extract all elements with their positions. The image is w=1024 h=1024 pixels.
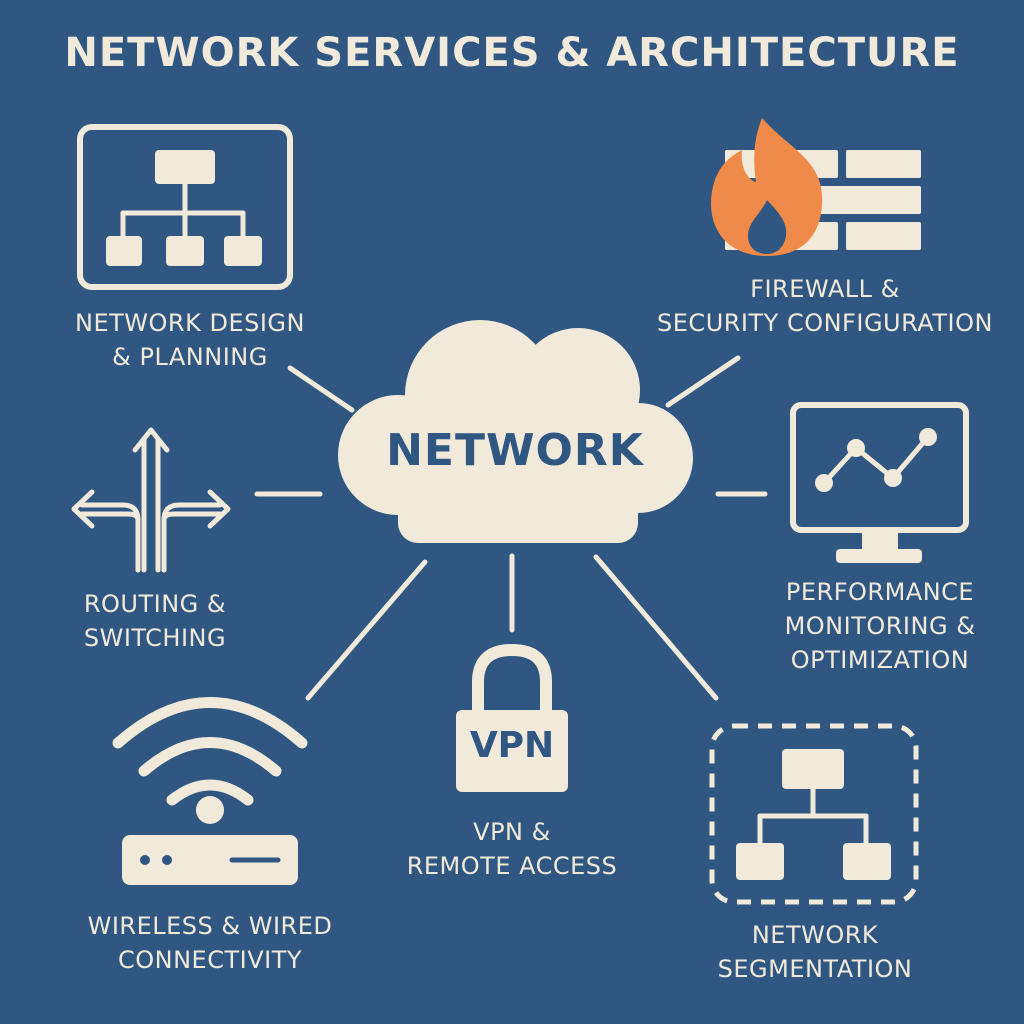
label-line: CONNECTIVITY	[117, 946, 303, 974]
label-performance-monitoring: PERFORMANCE MONITORING & OPTIMIZATION	[750, 575, 1010, 677]
label-line: MONITORING &	[784, 612, 976, 640]
segmented-network-icon	[709, 723, 919, 905]
label-line: & PLANNING	[112, 343, 268, 371]
firewall-icon	[711, 118, 921, 256]
cloud-icon	[338, 320, 693, 543]
label-line: NETWORK	[751, 921, 879, 949]
label-line: NETWORK DESIGN	[75, 309, 305, 337]
label-line: VPN &	[473, 818, 551, 846]
label-vpn-remote-access: VPN & REMOTE ACCESS	[392, 815, 632, 883]
routing-arrows-icon	[71, 427, 231, 573]
monitor-chart-icon	[790, 402, 969, 563]
hierarchy-icon	[77, 124, 293, 290]
label-wireless-wired: WIRELESS & WIRED CONNECTIVITY	[60, 909, 360, 977]
page-title: NETWORK SERVICES & ARCHITECTURE	[64, 30, 960, 76]
wifi-router-icon	[112, 697, 308, 885]
label-line: WIRELESS & WIRED	[87, 912, 333, 940]
padlock-icon	[456, 644, 568, 792]
label-line: OPTIMIZATION	[790, 646, 970, 674]
label-line: SECURITY CONFIGURATION	[657, 309, 993, 337]
label-routing-switching: ROUTING & SWITCHING	[40, 587, 270, 655]
label-firewall-security: FIREWALL & SECURITY CONFIGURATION	[650, 272, 1000, 340]
label-line: ROUTING &	[83, 590, 227, 618]
hub-label: NETWORK	[386, 425, 644, 476]
connector-lines	[254, 355, 768, 701]
label-line: SEGMENTATION	[717, 955, 913, 983]
label-line: PERFORMANCE	[785, 578, 975, 606]
vpn-badge-text: VPN	[469, 725, 555, 766]
label-line: REMOTE ACCESS	[406, 852, 618, 880]
label-line: SWITCHING	[83, 624, 227, 652]
label-network-design: NETWORK DESIGN & PLANNING	[40, 306, 340, 374]
label-network-segmentation: NETWORK SEGMENTATION	[700, 918, 930, 986]
label-line: FIREWALL &	[750, 275, 900, 303]
